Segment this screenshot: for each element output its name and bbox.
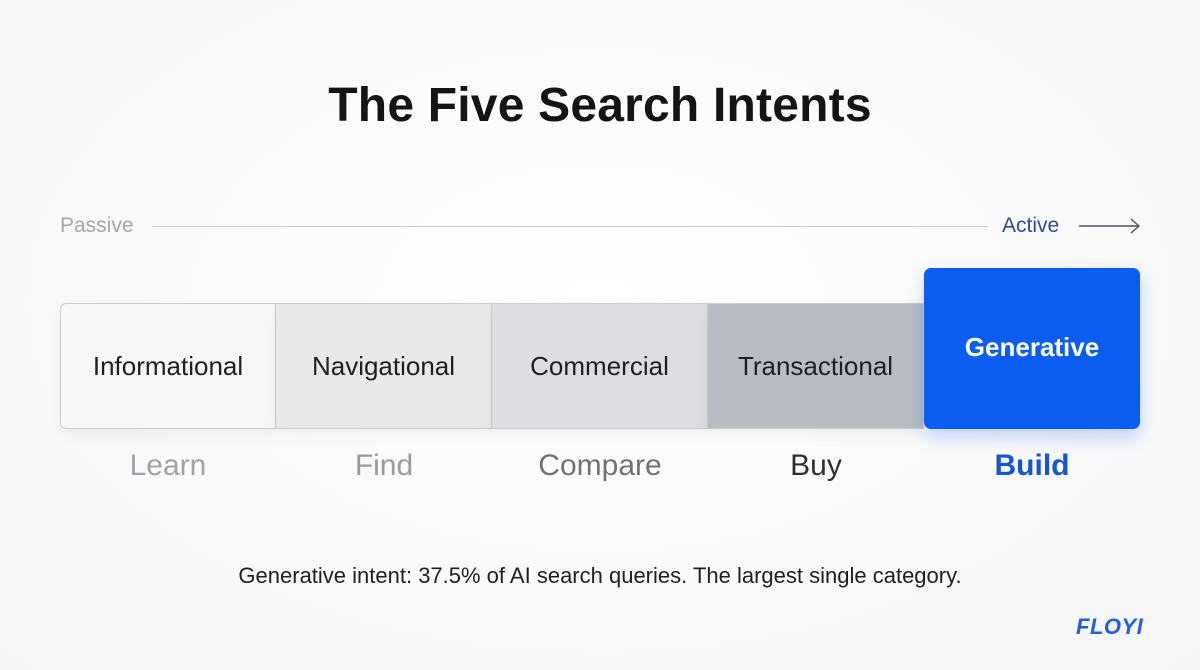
stage-commercial: Commercial	[492, 303, 708, 429]
stage-informational: Informational	[60, 303, 276, 429]
intent-stages: Informational Navigational Commercial Tr…	[60, 268, 1140, 429]
stage-transactional: Transactional	[708, 303, 924, 429]
verb-buy: Buy	[790, 449, 842, 482]
stage-generative: Generative	[924, 268, 1140, 429]
diagram-title: The Five Search Intents	[328, 79, 872, 132]
verb-build: Build	[994, 449, 1070, 482]
verb-compare: Compare	[538, 449, 662, 482]
axis-start-label: Passive	[60, 214, 134, 237]
verb-learn: Learn	[129, 449, 207, 482]
arrow-right-icon	[1079, 218, 1141, 234]
caption: Generative intent: 37.5% of AI search qu…	[238, 563, 962, 588]
stage-navigational: Navigational	[276, 303, 492, 429]
axis-line	[152, 226, 988, 227]
brand-logo: FLOYI	[1076, 614, 1144, 639]
verb-find: Find	[354, 449, 414, 482]
axis-end-label: Active	[1002, 214, 1060, 237]
